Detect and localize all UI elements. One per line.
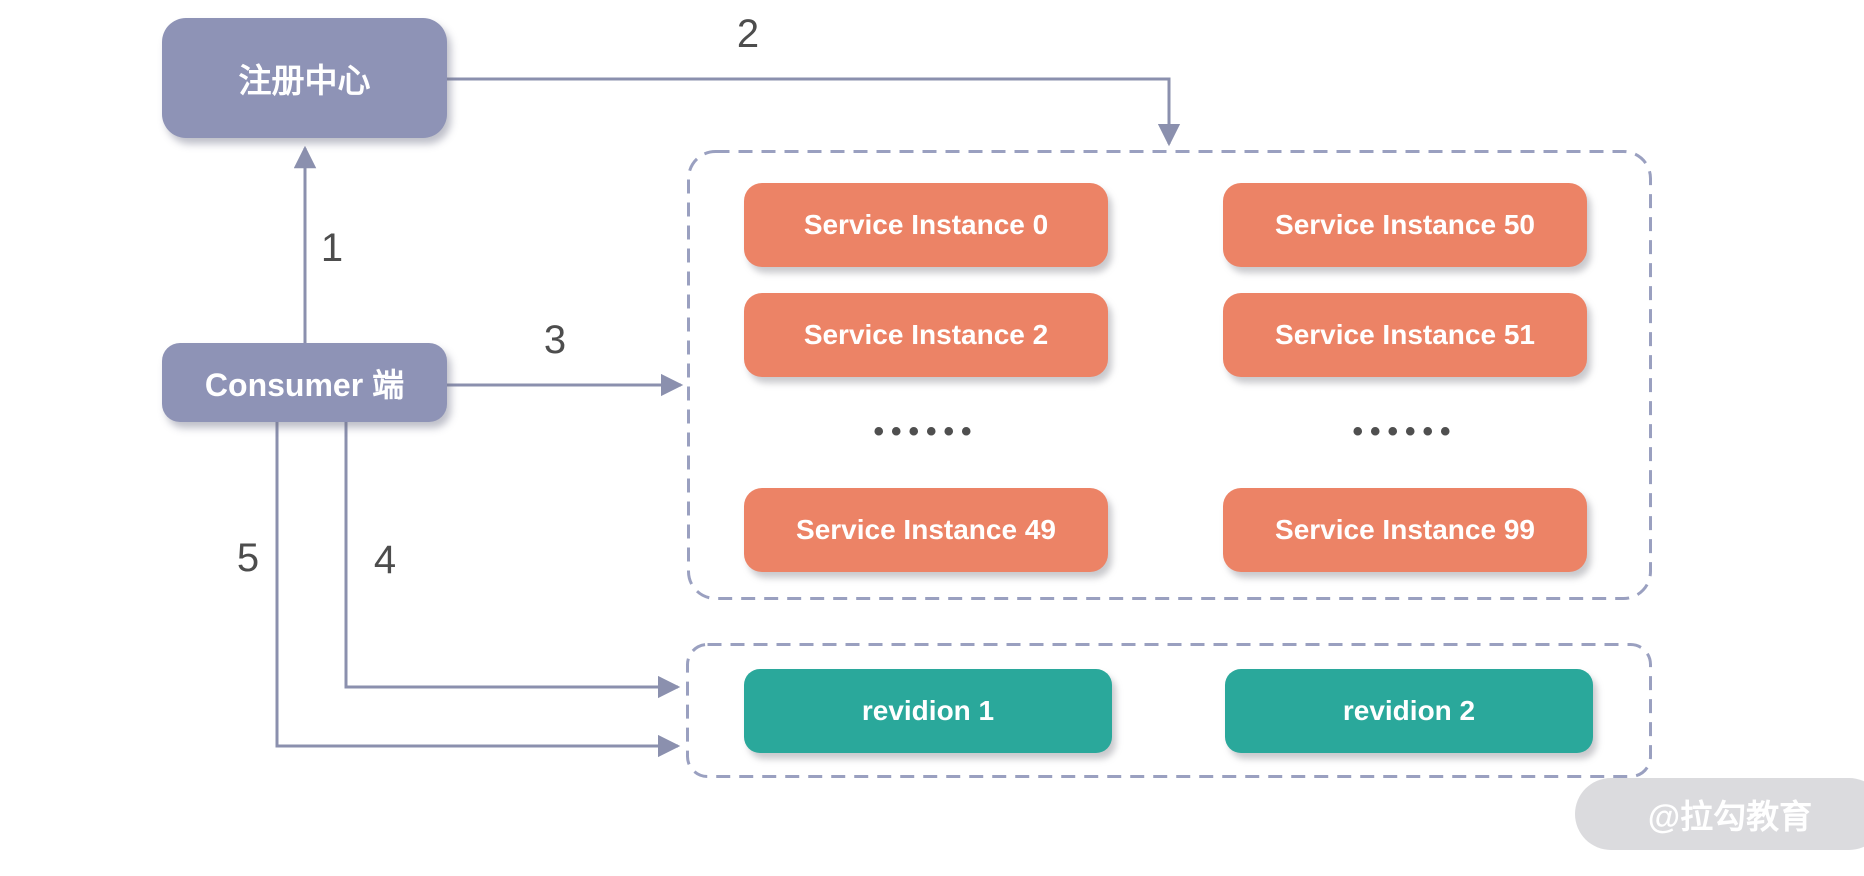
revision-group-border <box>686 643 1652 778</box>
service-instance-50: Service Instance 50 <box>1223 183 1587 267</box>
arrow-label-5: 5 <box>236 536 260 580</box>
arrow-2-registry-to-cluster <box>447 77 1181 147</box>
arrow-label-4: 4 <box>373 538 397 582</box>
service-instance-49: Service Instance 49 <box>744 488 1108 572</box>
service-instance-99: Service Instance 99 <box>1223 488 1587 572</box>
arrow-label-1: 1 <box>320 226 344 270</box>
service-instance-2: Service Instance 2 <box>744 293 1108 377</box>
consumer-node: Consumer 端 <box>162 343 447 422</box>
lagou-watermark: @拉勾教育 <box>1575 778 1864 850</box>
revision-1-node: revidion 1 <box>744 669 1112 753</box>
arrow-label-3: 3 <box>543 318 567 362</box>
service-instance-0: Service Instance 0 <box>744 183 1108 267</box>
arrow-label-2: 2 <box>736 12 760 56</box>
registry-center-node: 注册中心 <box>162 18 447 138</box>
arrow-5-consumer-to-revision <box>275 422 681 758</box>
ellipsis-left: •••••• <box>873 415 979 448</box>
ellipsis-right: •••••• <box>1352 415 1458 448</box>
revision-2-node: revidion 2 <box>1225 669 1593 753</box>
service-cluster-border <box>687 150 1652 600</box>
arrow-4-consumer-to-revision <box>344 422 681 699</box>
service-instance-51: Service Instance 51 <box>1223 293 1587 377</box>
